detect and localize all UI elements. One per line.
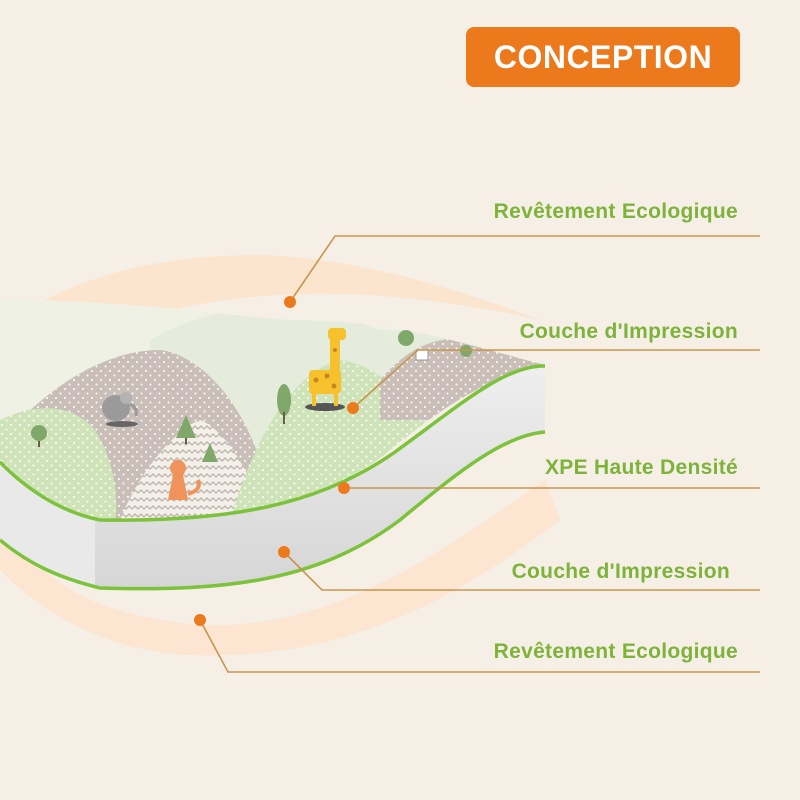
layer-label-top-print: Couche d'Impression	[519, 320, 738, 343]
marker-dot	[338, 482, 350, 494]
pine-tree-icon	[176, 415, 218, 462]
bottom-coating	[0, 480, 560, 656]
top-green-edge	[0, 364, 546, 522]
layer-label-xpe: XPE Haute Densité	[545, 456, 738, 479]
marker-dot	[284, 296, 296, 308]
tall-tree-icon	[277, 384, 291, 424]
page-title: CONCEPTION	[466, 27, 740, 87]
bottom-green-edge	[0, 430, 546, 591]
house-icon	[398, 330, 472, 361]
layer-label-bottom-coating: Revêtement Ecologique	[493, 640, 738, 663]
marker-dot	[347, 402, 359, 414]
tree-icon	[31, 425, 47, 447]
layer-label-bottom-print: Couche d'Impression	[511, 560, 730, 583]
top-coating	[0, 255, 540, 370]
marker-dot	[194, 614, 206, 626]
foam-front	[95, 360, 545, 589]
giraffe-icon	[305, 328, 346, 411]
leader-lines	[199, 235, 760, 673]
fox-icon	[168, 460, 201, 500]
marker-dots	[194, 296, 359, 626]
layer-label-top-coating: Revêtement Ecologique	[493, 200, 738, 223]
marker-dot	[278, 546, 290, 558]
elephant-icon	[102, 392, 138, 427]
foam-side	[0, 460, 95, 588]
